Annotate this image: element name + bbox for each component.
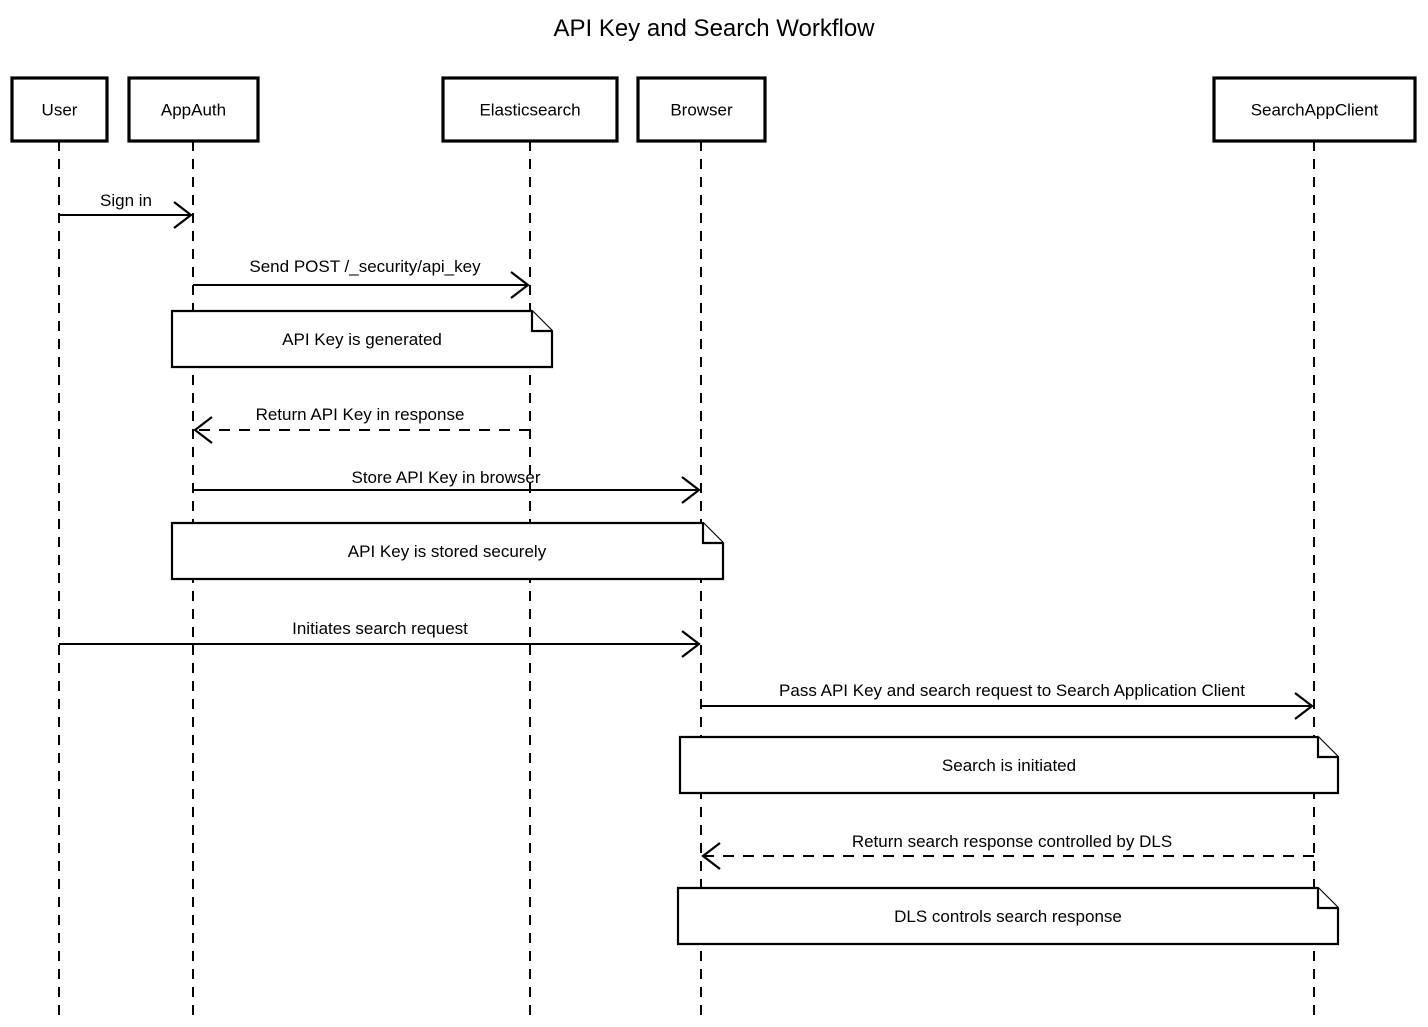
participant-user[interactable]: User (10, 76, 109, 143)
note-note-api-key-stored[interactable]: API Key is stored securely (170, 521, 725, 581)
message-msg-store-api-key[interactable]: Store API Key in browser (193, 468, 701, 504)
message-msg-send-post-api-key[interactable]: Send POST /_security/api_key (193, 257, 530, 299)
note-body-note-dls-controls (676, 886, 1340, 946)
message-msg-return-search-response[interactable]: Return search response controlled by DLS (701, 832, 1314, 870)
participant-searchappclient[interactable]: SearchAppClient (1212, 76, 1417, 143)
message-label-msg-send-post-api-key: Send POST /_security/api_key (249, 257, 481, 276)
note-label-note-api-key-stored: API Key is stored securely (348, 542, 547, 561)
note-label-note-api-key-generated: API Key is generated (282, 330, 442, 349)
note-note-api-key-generated[interactable]: API Key is generated (170, 309, 554, 369)
arrowhead-icon (193, 416, 213, 444)
participant-box-user (10, 76, 109, 143)
arrowhead-icon (701, 842, 721, 870)
participant-appauth[interactable]: AppAuth (127, 76, 260, 143)
participant-box-appauth (127, 76, 260, 143)
note-fold-corner-icon (530, 311, 552, 333)
message-label-msg-pass-api-key: Pass API Key and search request to Searc… (779, 681, 1245, 700)
arrowhead-icon (681, 630, 701, 658)
participant-browser[interactable]: Browser (636, 76, 767, 143)
participant-elasticsearch[interactable]: Elasticsearch (441, 76, 619, 143)
page-title: API Key and Search Workflow (553, 15, 875, 42)
message-msg-initiates-search[interactable]: Initiates search request (59, 619, 701, 658)
participant-box-browser (636, 76, 767, 143)
participant-label-user: User (42, 101, 78, 120)
participants-group: User AppAuth Elasticsearch Browser SearchApp… (10, 76, 1417, 143)
message-label-msg-return-api-key: Return API Key in response (256, 405, 465, 424)
note-label-note-dls-controls: DLS controls search response (894, 907, 1122, 926)
message-label-msg-initiates-search: Initiates search request (292, 619, 468, 638)
participant-box-searchappclient (1212, 76, 1417, 143)
arrowhead-icon (681, 476, 701, 504)
note-body-note-search-initiated (678, 735, 1340, 795)
note-fold-corner-icon (1316, 737, 1338, 759)
note-fold-corner-icon (1316, 888, 1338, 910)
message-label-msg-sign-in: Sign in (100, 191, 152, 210)
message-label-msg-store-api-key: Store API Key in browser (352, 468, 541, 487)
arrowhead-icon (1294, 692, 1314, 720)
message-msg-sign-in[interactable]: Sign in (59, 191, 193, 229)
arrowhead-icon (510, 271, 530, 299)
arrowhead-icon (173, 201, 193, 229)
lifelines-group (58, 141, 1315, 1023)
message-label-msg-return-search-response: Return search response controlled by DLS (852, 832, 1172, 851)
message-msg-pass-api-key[interactable]: Pass API Key and search request to Searc… (701, 681, 1314, 720)
note-body-note-api-key-generated (170, 309, 554, 369)
participant-label-elasticsearch: Elasticsearch (479, 101, 580, 120)
participant-box-elasticsearch (441, 76, 619, 143)
message-msg-return-api-key[interactable]: Return API Key in response (193, 405, 530, 444)
note-body-note-api-key-stored (170, 521, 725, 581)
note-fold-corner-icon (701, 523, 723, 545)
note-note-dls-controls[interactable]: DLS controls search response (676, 886, 1340, 946)
participant-label-appauth: AppAuth (161, 101, 226, 120)
note-label-note-search-initiated: Search is initiated (942, 756, 1076, 775)
note-note-search-initiated[interactable]: Search is initiated (678, 735, 1340, 795)
participant-label-searchappclient: SearchAppClient (1251, 101, 1379, 120)
messages-group: Sign in Send POST /_security/api_keyRetur… (59, 191, 1314, 870)
participant-label-browser: Browser (670, 101, 733, 120)
